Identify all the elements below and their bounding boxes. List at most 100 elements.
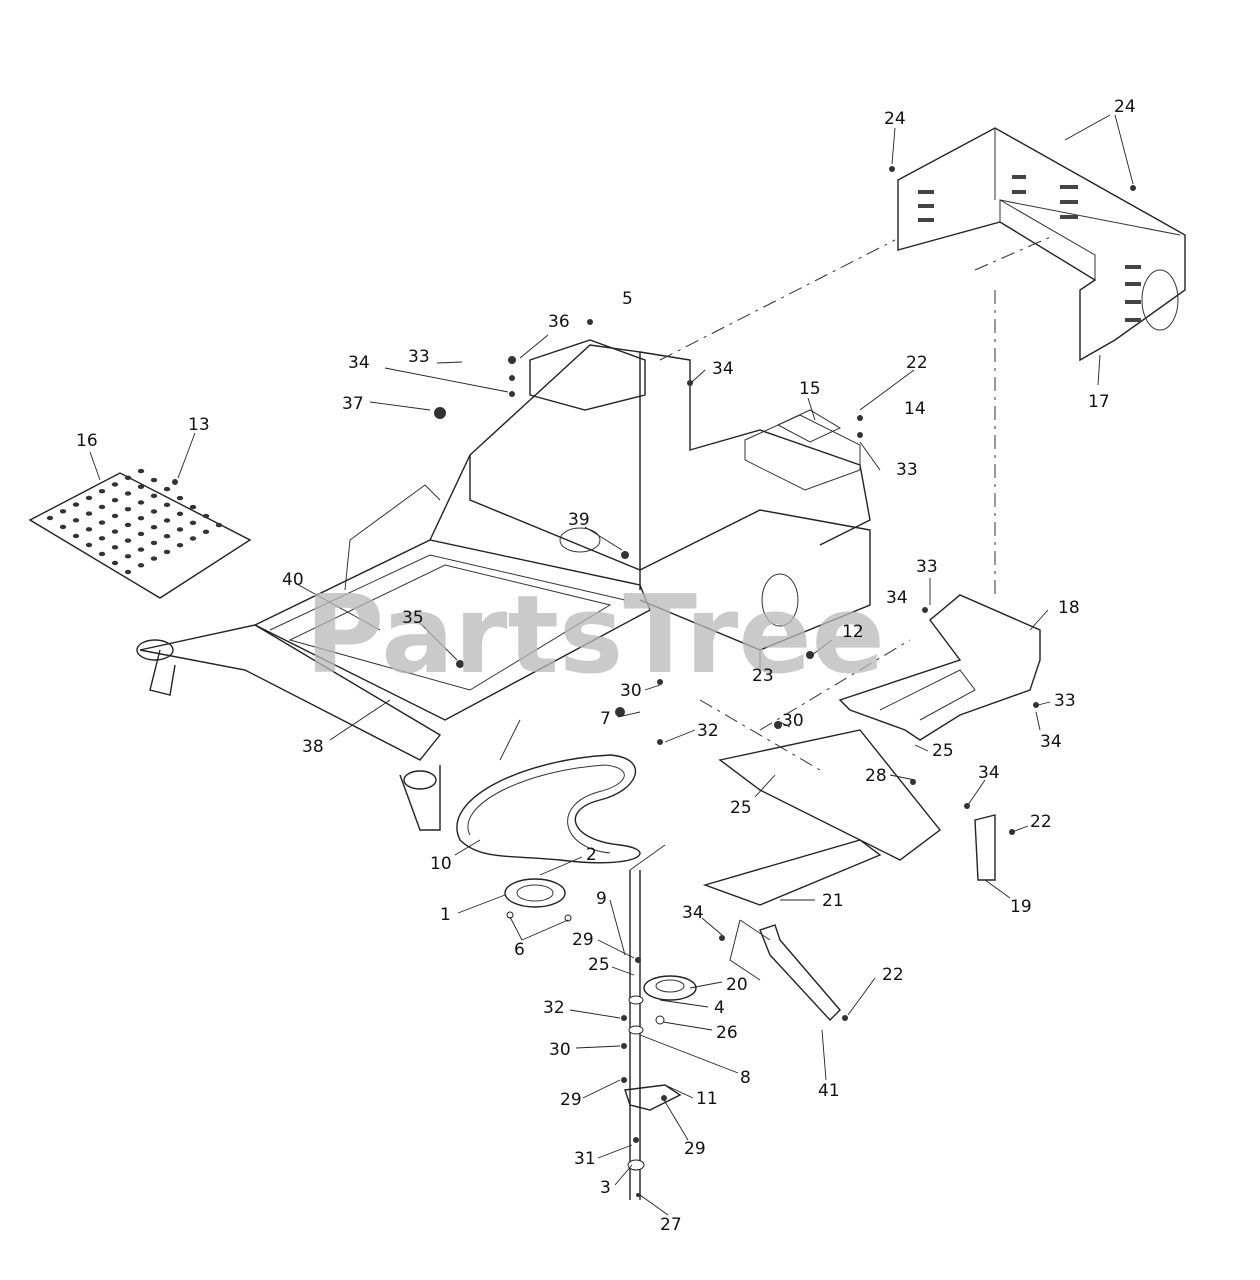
- perforation-hole: [111, 529, 119, 534]
- main-frame[interactable]: [136, 339, 871, 831]
- perforation-hole: [163, 502, 171, 507]
- callout-label: 41: [818, 1081, 840, 1101]
- callout-label: 24: [884, 109, 906, 129]
- perforation-hole: [137, 500, 145, 505]
- mount-bracket-plate[interactable]: [838, 594, 1041, 741]
- callout-label: 36: [548, 312, 570, 332]
- callout-label: 12: [842, 622, 864, 642]
- perforation-hole: [85, 511, 93, 516]
- perforation-hole: [163, 518, 171, 523]
- callout-label: 18: [1058, 598, 1080, 618]
- perforation-hole: [124, 554, 132, 559]
- callout-label: 7: [600, 709, 611, 729]
- idler-pulley[interactable]: [504, 878, 572, 922]
- callout-label: 15: [799, 379, 821, 399]
- callout-label: 30: [620, 681, 642, 701]
- perforation-hole: [111, 513, 119, 519]
- callout-label: 2: [586, 845, 597, 865]
- callout-label: 29: [560, 1090, 582, 1110]
- perforation-hole: [202, 513, 210, 519]
- perforation-hole: [137, 563, 145, 568]
- perforation-hole: [163, 534, 171, 539]
- pivot-arm[interactable]: [702, 729, 996, 1022]
- perforation-hole: [46, 515, 54, 521]
- callout-label: 1: [440, 905, 451, 925]
- callout-label: 8: [740, 1068, 751, 1088]
- perforation-hole: [124, 569, 132, 575]
- callout-label: 4: [714, 998, 725, 1018]
- perforation-hole: [85, 527, 93, 532]
- perforation-hole: [137, 516, 145, 521]
- callout-label: 34: [348, 353, 370, 373]
- perforation-hole: [137, 468, 145, 474]
- callout-label: 32: [543, 998, 565, 1018]
- callout-label: 25: [588, 955, 610, 975]
- callout-label: 33: [408, 347, 430, 367]
- callout-label: 33: [896, 460, 918, 480]
- perforation-hole: [124, 507, 132, 512]
- callout-label: 29: [572, 930, 594, 950]
- callout-label: 33: [916, 557, 938, 577]
- callout-label: 32: [697, 721, 719, 741]
- callout-label: 3: [600, 1178, 611, 1198]
- perforation-hole: [72, 533, 80, 539]
- callout-label: 28: [865, 766, 887, 786]
- callout-label: 39: [568, 510, 590, 530]
- perforation-hole: [85, 495, 93, 501]
- callout-label: 25: [730, 798, 752, 818]
- callout-label: 34: [682, 903, 704, 923]
- perforation-hole: [189, 520, 197, 525]
- perforation-hole: [98, 551, 106, 557]
- callout-label: 9: [596, 889, 607, 909]
- foot-plate[interactable]: [28, 468, 252, 599]
- callout-label: 14: [904, 399, 926, 419]
- callout-label: 25: [932, 741, 954, 761]
- perforation-hole: [176, 511, 184, 516]
- perforation-hole: [150, 540, 158, 546]
- callout-label: 37: [342, 394, 364, 414]
- perforation-hole: [124, 522, 132, 528]
- perforation-hole: [150, 477, 158, 483]
- callout-label: 23: [752, 666, 774, 686]
- callout-label: 19: [1010, 897, 1032, 917]
- perforation-hole: [163, 549, 171, 555]
- callout-label: 34: [712, 359, 734, 379]
- assembly-lines: [659, 234, 1056, 771]
- callout-label: 35: [402, 608, 424, 628]
- perforation-hole: [111, 498, 119, 503]
- callout-label: 20: [726, 975, 748, 995]
- callout-label: 6: [514, 940, 525, 960]
- perforation-hole: [98, 536, 106, 541]
- perforation-hole: [150, 525, 158, 530]
- callout-label: 34: [1040, 732, 1062, 752]
- perforation-hole: [150, 556, 158, 561]
- perforation-hole: [98, 489, 106, 494]
- callout-label: 34: [886, 588, 908, 608]
- perforation-hole: [176, 495, 184, 501]
- callout-label: 31: [574, 1149, 596, 1169]
- leader-lines: [89, 114, 1134, 1216]
- rear-guard-panel[interactable]: [897, 127, 1186, 362]
- callout-label: 13: [188, 415, 210, 435]
- perforation-hole: [98, 504, 106, 510]
- callout-label: 30: [782, 711, 804, 731]
- hardware-fasteners: [172, 166, 1136, 1197]
- callout-label: 11: [696, 1089, 718, 1109]
- perforation-hole: [72, 518, 80, 523]
- callout-label: 5: [622, 289, 633, 309]
- drive-belt[interactable]: [456, 754, 641, 864]
- perforation-hole: [150, 493, 158, 498]
- perforation-hole: [215, 522, 223, 528]
- perforation-hole: [137, 547, 145, 552]
- perforation-hole: [189, 504, 197, 510]
- perforation-hole: [124, 538, 132, 543]
- perforation-hole: [124, 491, 132, 496]
- perforation-hole: [150, 509, 158, 514]
- callout-label: 26: [716, 1023, 738, 1043]
- perforation-hole: [59, 509, 67, 514]
- callout-label: 17: [1088, 392, 1110, 412]
- perforation-hole: [137, 484, 145, 489]
- perforation-hole: [111, 560, 119, 566]
- callout-label: 29: [684, 1139, 706, 1159]
